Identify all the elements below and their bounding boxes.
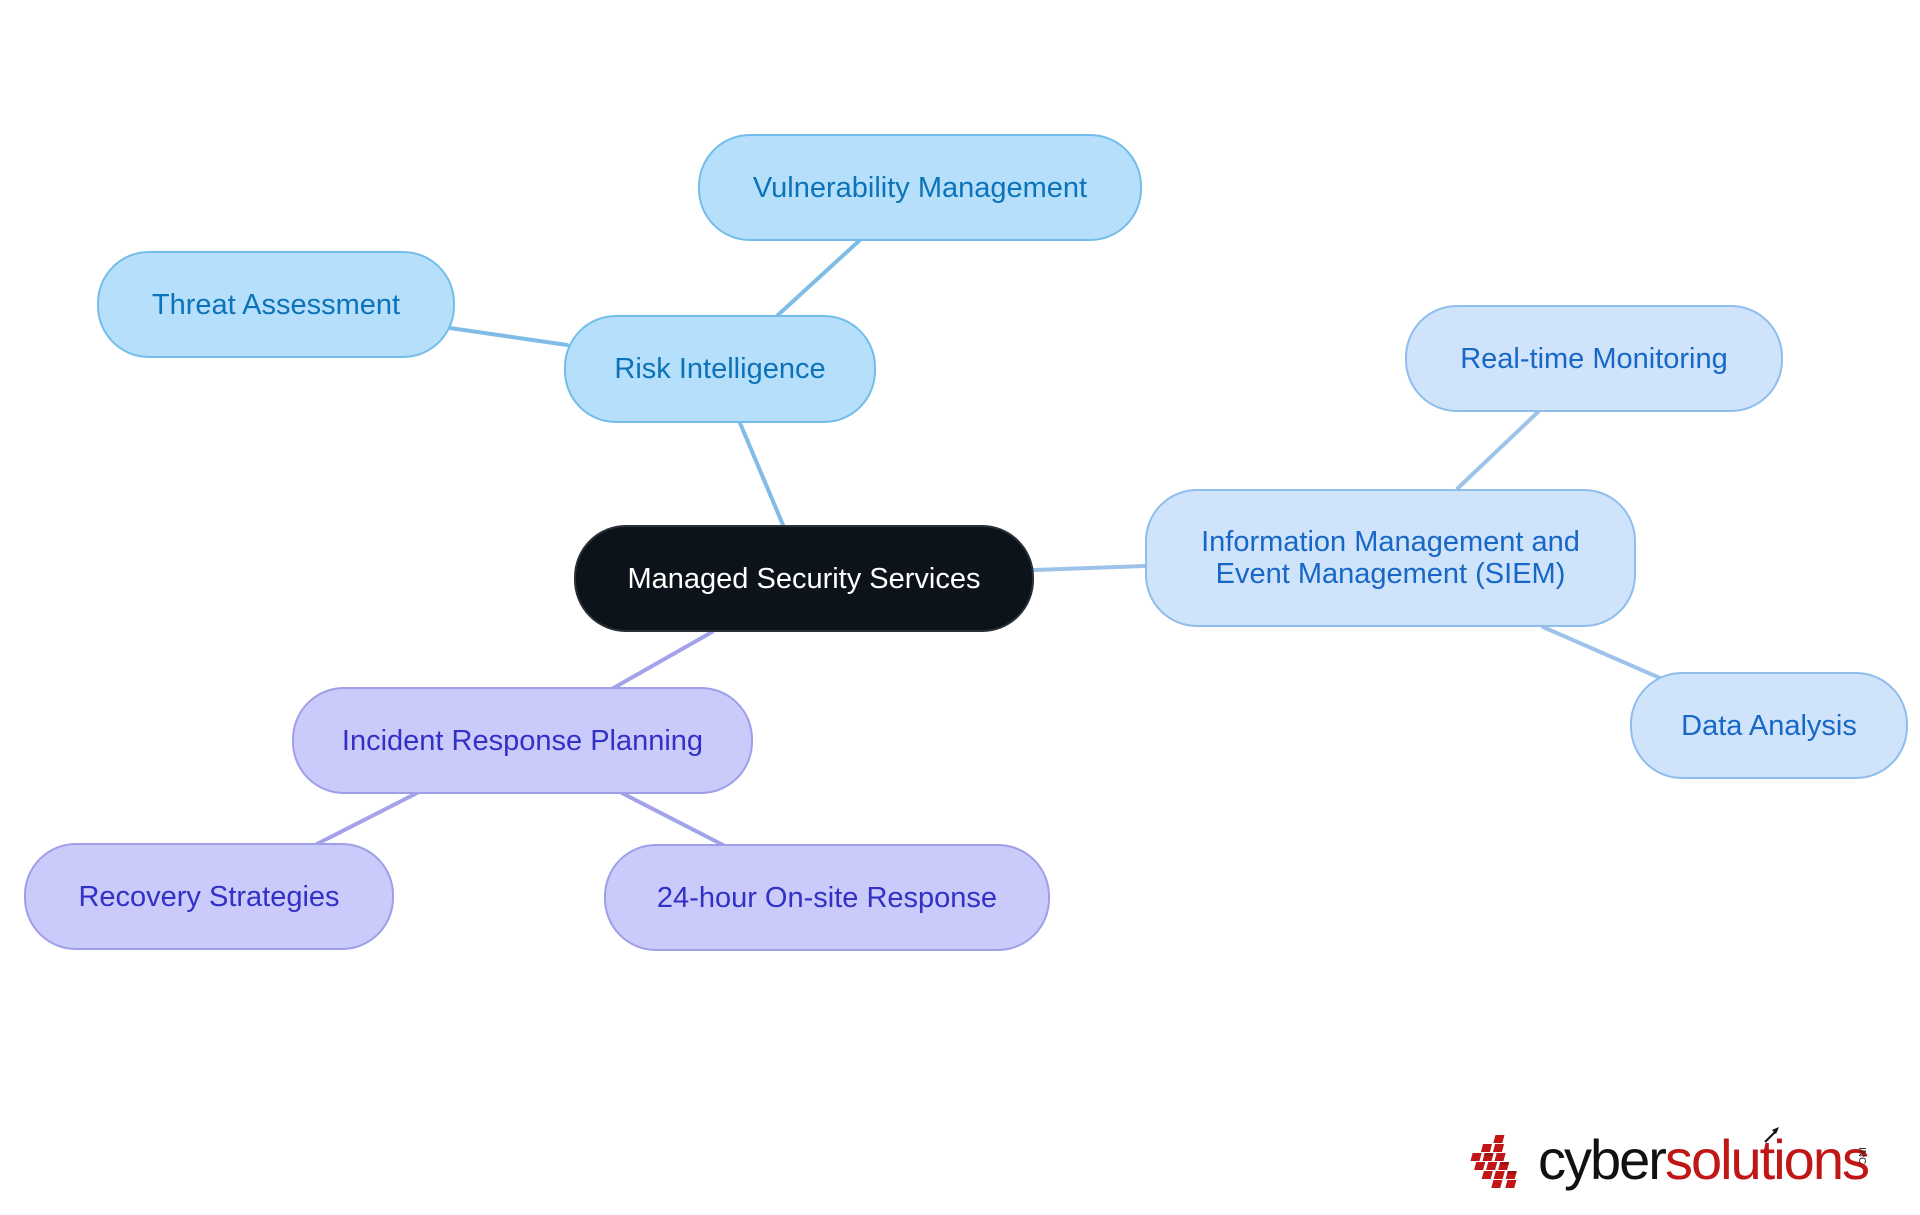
- edge-incident-response-24-hour-response: [620, 791, 727, 848]
- edge-incident-response-recovery-strategies: [313, 791, 419, 847]
- node-data-analysis: Data Analysis: [1630, 672, 1908, 779]
- edge-siem-real-time-monitoring: [1456, 410, 1540, 490]
- node-label: Risk Intelligence: [614, 353, 826, 385]
- node-label: Managed Security Services: [627, 562, 981, 595]
- node-label: Recovery Strategies: [78, 880, 340, 913]
- node-recovery-strategies: Recovery Strategies: [24, 843, 394, 950]
- node-label: Real-time Monitoring: [1460, 342, 1728, 375]
- node-real-time-monitoring: Real-time Monitoring: [1405, 305, 1783, 412]
- node-label: Threat Assessment: [151, 288, 401, 321]
- edge-siem-data-analysis: [1541, 625, 1662, 680]
- logo-inc-mark: INC: [1856, 1147, 1867, 1165]
- cubes-logo-icon: [1470, 1135, 1517, 1188]
- edge-risk-intelligence-vulnerability-management: [776, 238, 862, 317]
- node-label: Incident Response Planning: [341, 724, 704, 757]
- node-threat-assessment: Threat Assessment: [97, 251, 455, 358]
- cybersolutions-logo: cybersolutions INC: [1470, 1125, 1870, 1200]
- node-24-hour-on-site-response: 24-hour On-site Response: [604, 844, 1050, 951]
- node-label: 24-hour On-site Response: [656, 881, 998, 914]
- edge-root-risk-intelligence: [738, 421, 785, 527]
- edge-root-incident-response: [608, 630, 714, 692]
- arrow-icon: [1764, 1127, 1779, 1143]
- edge-risk-intelligence-threat-assessment: [448, 326, 569, 347]
- logo-text-cyber: cyber: [1538, 1128, 1667, 1191]
- node-label: Information Management and Event Managem…: [1201, 526, 1580, 590]
- node-managed-security-services: Managed Security Services: [574, 525, 1034, 632]
- logo-wordmark: cybersolutions: [1538, 1125, 1870, 1195]
- node-incident-response-planning: Incident Response Planning: [292, 687, 753, 794]
- node-risk-intelligence: Risk Intelligence: [564, 315, 876, 423]
- node-label: Data Analysis: [1681, 709, 1857, 742]
- node-label: Vulnerability Management: [752, 171, 1088, 204]
- edge-root-siem: [1032, 564, 1147, 572]
- node-vulnerability-management: Vulnerability Management: [698, 134, 1142, 241]
- node-siem: Information Management and Event Managem…: [1145, 489, 1636, 627]
